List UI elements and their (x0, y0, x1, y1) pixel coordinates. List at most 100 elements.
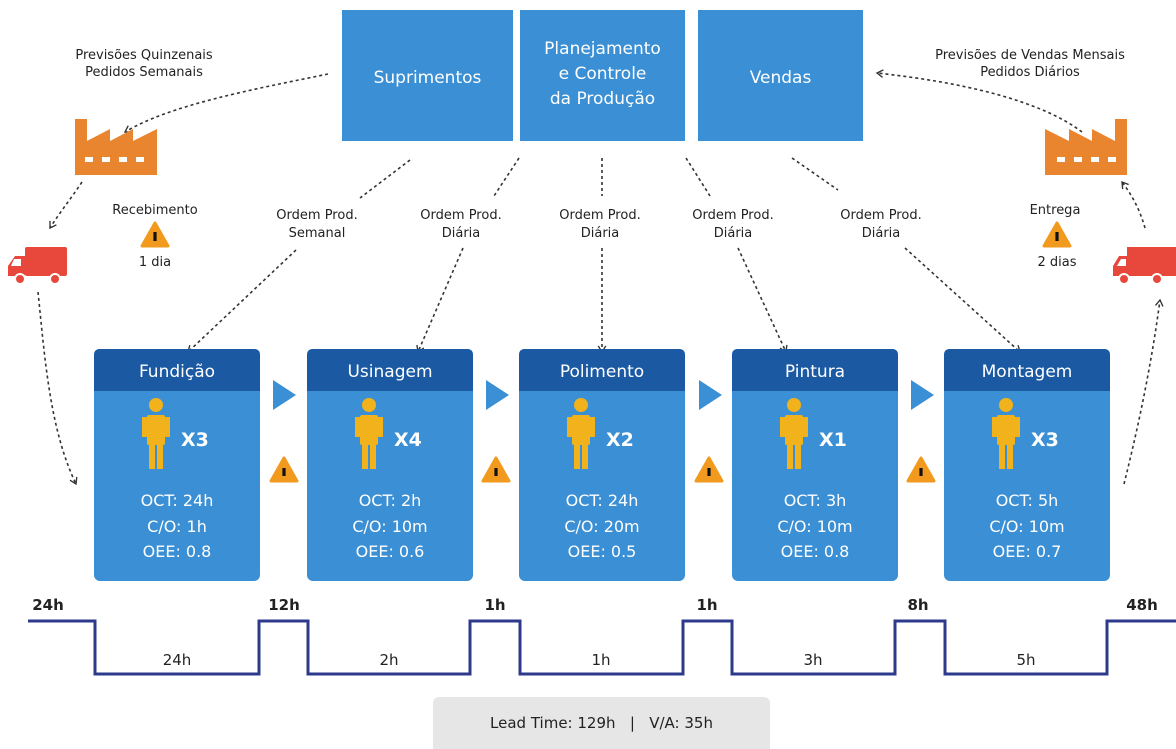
delivery-warning-icon (1042, 221, 1072, 248)
receiving-label: Recebimento (112, 203, 197, 218)
svg-text:Semanal: Semanal (289, 226, 346, 241)
pcp-label-line3: da Produção (550, 89, 655, 109)
receiving-time: 1 dia (139, 255, 171, 270)
process-name: Pintura (785, 362, 845, 382)
metric-oee: OEE: 0.7 (993, 542, 1062, 561)
process-box-usinagem: Usinagem X4 OCT: 2h C/O: 10m OEE: 0.6 (307, 349, 473, 581)
metric-oct: OCT: 24h (141, 491, 214, 510)
push-arrow-icon (486, 380, 509, 410)
push-arrow-icon (911, 380, 934, 410)
pcp-label-line2: e Controle (559, 64, 647, 84)
push-arrow-icon (273, 380, 296, 410)
operator-count: X3 (1031, 429, 1059, 451)
supplier-info-arrow (123, 73, 329, 133)
svg-text:Diária: Diária (581, 226, 620, 241)
order-arrow-pintura-b (737, 247, 788, 354)
inventory-warning-icon (694, 456, 724, 483)
customer-info-arrow (875, 69, 1083, 133)
metric-oct: OCT: 24h (566, 491, 639, 510)
sales-label: Vendas (750, 68, 812, 88)
metric-oct: OCT: 3h (784, 491, 847, 510)
metric-co: C/O: 10m (352, 517, 427, 536)
process-name: Usinagem (347, 362, 432, 382)
truck-to-customer-arrow (1121, 180, 1146, 229)
delivery-time: 2 dias (1037, 255, 1076, 270)
order-arrow-fundicao-a (359, 159, 411, 199)
operator-count: X2 (606, 429, 634, 451)
inbound-truck-icon (8, 247, 67, 285)
customer-info-line2: Pedidos Diários (980, 65, 1080, 80)
process-time-label: 2h (379, 651, 398, 669)
order-arrow-pintura-a (685, 157, 711, 197)
metric-co: C/O: 10m (777, 517, 852, 536)
svg-text:Ordem Prod.: Ordem Prod. (840, 208, 921, 223)
operator-count: X3 (181, 429, 209, 451)
order-arrow-fundicao-b (187, 249, 297, 353)
receiving-warning-icon (140, 221, 170, 248)
svg-text:Ordem Prod.: Ordem Prod. (420, 208, 501, 223)
pcp-box: Planejamento e Controle da Produção (520, 10, 685, 141)
svg-text:Ordem Prod.: Ordem Prod. (276, 208, 357, 223)
svg-text:Ordem Prod.: Ordem Prod. (692, 208, 773, 223)
wait-time-label: 48h (1126, 596, 1158, 614)
operator-count: X4 (394, 429, 422, 451)
process-name: Montagem (982, 362, 1073, 382)
metric-co: C/O: 1h (147, 517, 207, 536)
timeline-step-line (28, 619, 1176, 676)
montagem-to-truck-arrow (1123, 298, 1164, 485)
metric-co: C/O: 10m (989, 517, 1064, 536)
metric-oee: OEE: 0.5 (568, 542, 637, 561)
order-label-usinagem: Ordem Prod. Diária (420, 208, 501, 241)
supplier-info-line1: Previsões Quinzenais (75, 48, 213, 63)
operator-icon (567, 398, 595, 469)
lead-time-summary: Lead Time: 129h | V/A: 35h (433, 697, 770, 749)
metric-co: C/O: 20m (564, 517, 639, 536)
process-time-label: 24h (163, 651, 192, 669)
order-arrow-montagem-b (904, 247, 1021, 353)
truck-to-fundicao-arrow (37, 291, 78, 486)
wait-time-label: 1h (696, 596, 717, 614)
push-arrow-icon (699, 380, 722, 410)
factory-to-truck-arrow (49, 181, 83, 230)
order-label-polimento: Ordem Prod. Diária (559, 208, 640, 241)
value-added-time: V/A: 35h (649, 714, 713, 732)
operator-icon (355, 398, 383, 469)
order-label-fundicao: Ordem Prod. Semanal (276, 208, 357, 241)
process-time-label: 5h (1016, 651, 1035, 669)
svg-text:Diária: Diária (714, 226, 753, 241)
outbound-truck-icon (1113, 247, 1176, 285)
summary-separator: | (629, 714, 635, 732)
inventory-warning-icon (481, 456, 511, 483)
process-box-pintura: Pintura X1 OCT: 3h C/O: 10m OEE: 0.8 (732, 349, 898, 581)
supplier-factory-icon (75, 119, 157, 175)
metric-oee: OEE: 0.6 (356, 542, 425, 561)
customer-info-line1: Previsões de Vendas Mensais (935, 48, 1125, 63)
customer-factory-icon (1045, 119, 1127, 175)
process-time-label: 1h (591, 651, 610, 669)
operator-icon (142, 398, 170, 469)
inventory-warning-icon (906, 456, 936, 483)
supplier-info-line2: Pedidos Semanais (85, 65, 203, 80)
order-label-montagem: Ordem Prod. Diária (840, 208, 921, 241)
supply-box: Suprimentos (342, 10, 513, 141)
wait-time-label: 1h (484, 596, 505, 614)
order-arrow-usinagem-b (416, 247, 464, 354)
operator-count: X1 (819, 429, 847, 451)
order-arrow-montagem-a (791, 157, 839, 191)
svg-text:Ordem Prod.: Ordem Prod. (559, 208, 640, 223)
operator-icon (780, 398, 808, 469)
process-name: Polimento (560, 362, 644, 382)
delivery-label: Entrega (1030, 203, 1081, 218)
svg-text:Diária: Diária (862, 226, 901, 241)
wait-time-label: 24h (32, 596, 64, 614)
wait-time-label: 8h (907, 596, 928, 614)
process-time-label: 3h (803, 651, 822, 669)
wait-time-label: 12h (268, 596, 300, 614)
inventory-warning-icon (269, 456, 299, 483)
process-box-polimento: Polimento X2 OCT: 24h C/O: 20m OEE: 0.5 (519, 349, 685, 581)
order-label-pintura: Ordem Prod. Diária (692, 208, 773, 241)
supply-label: Suprimentos (374, 68, 482, 88)
pcp-label-line1: Planejamento (544, 39, 661, 59)
metric-oct: OCT: 2h (359, 491, 422, 510)
